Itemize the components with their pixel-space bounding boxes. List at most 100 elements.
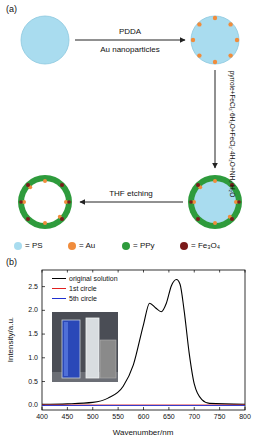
tick-label: 700 <box>188 413 200 421</box>
tick-mark <box>42 310 45 311</box>
tick-mark <box>42 357 45 358</box>
chart-legend-item: 1st circle <box>52 285 97 293</box>
chart-legend-item: original solution <box>52 275 118 283</box>
tick-mark <box>118 407 119 410</box>
legend-text: = Au <box>79 241 95 250</box>
hollow-sphere-part-part <box>26 217 30 221</box>
tick-label: 400 <box>36 413 48 421</box>
tick-mark <box>42 407 43 410</box>
au-coated-sphere-part-part <box>235 38 239 42</box>
hollow-sphere-part-part <box>19 200 23 204</box>
tick-label: 650 <box>163 413 175 421</box>
legend-item: = PPy <box>122 241 155 250</box>
legend-line <box>52 278 66 279</box>
tick-label: 2.5 <box>28 283 38 291</box>
legend-text: 1st circle <box>69 285 97 293</box>
tick-label: 750 <box>214 413 226 421</box>
tick-mark <box>42 334 45 335</box>
step-label: Au nanoparticles <box>100 45 160 54</box>
tick-label: 500 <box>87 413 99 421</box>
legend-line <box>52 298 66 299</box>
au-coated-sphere <box>191 16 239 64</box>
process-arrow-part <box>215 70 216 168</box>
inset-photo-part <box>86 318 99 378</box>
legend-item: = Au <box>68 241 95 250</box>
core-shell-sphere-part-part <box>213 221 217 225</box>
au-coated-sphere-part-part <box>213 16 217 20</box>
spectrum-chart <box>42 270 245 410</box>
core-shell-sphere-part <box>194 181 236 223</box>
hollow-sphere-part-part <box>43 221 47 225</box>
tick-mark <box>67 407 68 410</box>
legend-swatch <box>180 242 188 250</box>
tick-mark <box>194 270 195 273</box>
core-shell-sphere-part-part <box>213 179 217 183</box>
tick-mark <box>118 270 119 273</box>
hollow-sphere-part-part <box>60 183 64 187</box>
au-coated-sphere-part-part <box>197 53 201 57</box>
legend-line <box>52 288 66 289</box>
tick-mark <box>219 270 220 273</box>
tick-label: 1.0 <box>28 354 38 362</box>
tick-mark <box>67 270 68 273</box>
axis-title: Intensity/a.u. <box>6 317 15 362</box>
au-coated-sphere-part-part <box>191 38 195 42</box>
core-shell-sphere-part-part <box>230 183 234 187</box>
step-label: PDDA <box>119 27 141 36</box>
legend-item: = Fe₃O₄ <box>180 241 220 250</box>
hollow-sphere-part-part <box>60 217 64 221</box>
tick-mark <box>42 381 45 382</box>
legend-text: 5th circle <box>69 295 97 303</box>
legend-text: original solution <box>69 275 118 283</box>
chart-legend-item: 5th circle <box>52 295 97 303</box>
core-shell-sphere-part <box>192 179 238 225</box>
legend-swatch <box>14 242 22 250</box>
inset-photo-part <box>62 320 80 378</box>
panel-label: (a) <box>6 4 17 14</box>
tick-mark <box>245 270 246 273</box>
panel-label: (b) <box>6 257 17 267</box>
tick-mark <box>92 270 93 273</box>
tick-label: 550 <box>112 413 124 421</box>
spectrum-line <box>42 405 245 406</box>
core-shell-sphere-part <box>188 175 242 229</box>
tick-mark <box>143 270 144 273</box>
core-shell-sphere-part-part <box>237 200 241 204</box>
tick-mark <box>42 286 45 287</box>
hollow-sphere <box>18 175 72 229</box>
process-arrow-part <box>80 202 183 203</box>
tick-mark <box>245 407 246 410</box>
hollow-sphere-part <box>19 183 71 221</box>
hollow-sphere-part <box>24 181 66 223</box>
spectrum-line <box>42 279 245 404</box>
tick-mark <box>168 270 169 273</box>
core-shell-sphere-part <box>189 183 241 221</box>
process-arrow <box>215 70 216 168</box>
plot-frame <box>42 270 245 410</box>
tick-label: 0.5 <box>28 378 38 386</box>
core-shell-sphere-part-part <box>196 217 200 221</box>
step-label: THF etching <box>109 189 153 198</box>
au-coated-sphere-part-part <box>197 22 201 26</box>
tick-mark <box>168 407 169 410</box>
au-coated-sphere-part-part <box>228 22 232 26</box>
ps-sphere <box>21 16 69 64</box>
step-label: pyrrole+FeCl₃·6H₂O+FeCl₂·4H₂O+NH₃·H₂O <box>228 71 235 167</box>
tick-label: 600 <box>138 413 150 421</box>
spectrum-line <box>42 405 245 406</box>
au-coated-sphere-part-part <box>228 53 232 57</box>
legend-text: = PPy <box>133 241 155 250</box>
hollow-sphere-part-part <box>26 183 30 187</box>
tick-mark <box>92 407 93 410</box>
hollow-sphere-part <box>18 175 72 229</box>
axis-title: Wavenumber/nm <box>113 428 174 437</box>
hollow-sphere-part-part <box>43 179 47 183</box>
inset-photo-part <box>100 340 116 378</box>
legend-text: = Fe₃O₄ <box>191 241 220 250</box>
legend-item: = PS <box>14 241 43 250</box>
process-arrow <box>75 40 185 41</box>
core-shell-sphere <box>188 175 242 229</box>
tick-label: 2.0 <box>28 306 38 314</box>
tick-label: 800 <box>239 413 251 421</box>
